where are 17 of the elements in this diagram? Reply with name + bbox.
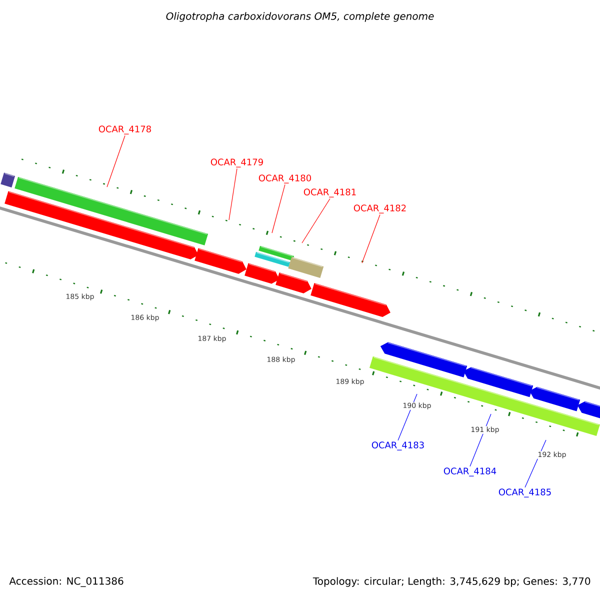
genome-info-text: Topology: circular; Length: 3,745,629 bp; Genes: 3,770	[312, 577, 590, 587]
title: Oligotropha carboxidovorans OM5, complete genome	[166, 12, 434, 22]
gene-label: OCAR_4180	[258, 174, 311, 184]
gene-label: OCAR_4185	[498, 488, 551, 498]
gene-label: OCAR_4178	[98, 126, 151, 134]
leader-line	[106, 135, 126, 188]
gene-label: OCAR_4181	[304, 188, 356, 198]
gene-label: OCAR_4179	[210, 158, 263, 168]
gene-label: OCAR_4182	[354, 204, 406, 214]
leader-line	[272, 184, 286, 234]
leader-line	[470, 414, 492, 467]
gene-label: OCAR_4184	[444, 468, 496, 476]
accession-text: Accession: NC_011386	[9, 577, 124, 587]
leader-line	[228, 168, 238, 220]
leader-line	[302, 198, 330, 244]
leader-line	[362, 214, 380, 264]
gene-label: OCAR_4183	[372, 442, 424, 450]
